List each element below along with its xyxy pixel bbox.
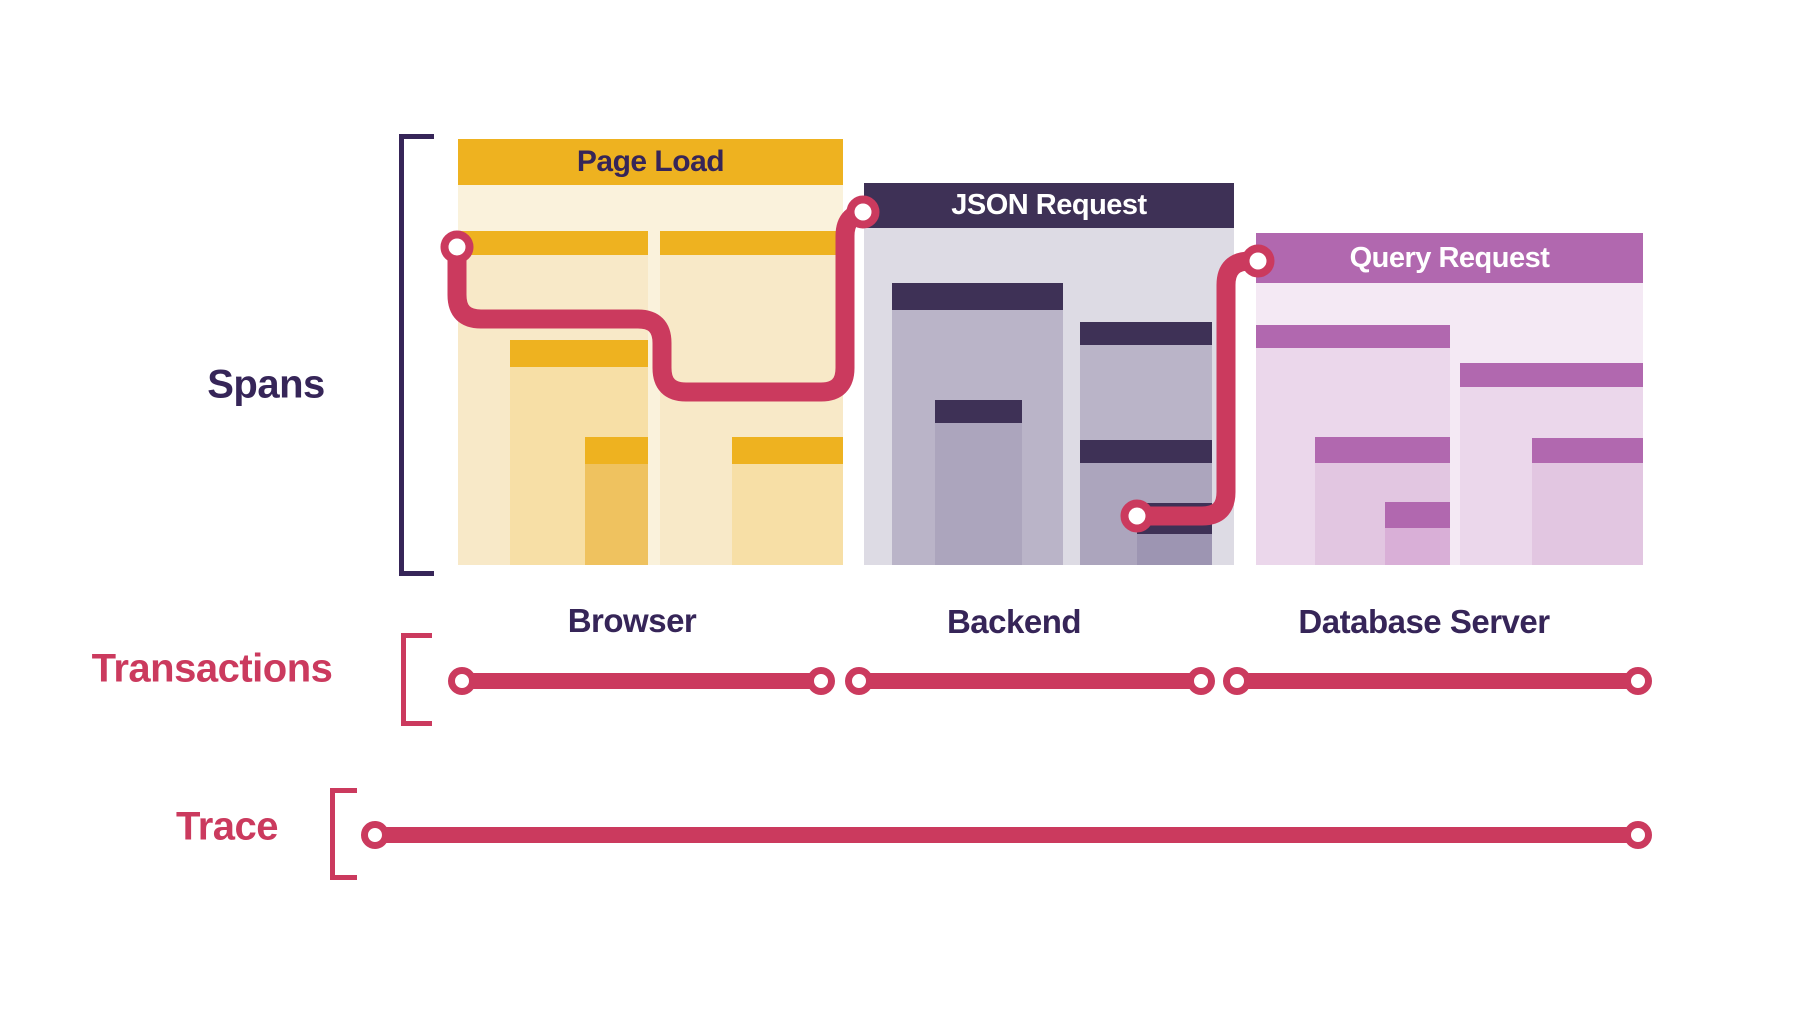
database-span-1-1-1-header xyxy=(1385,502,1450,528)
backend-span-2-1-header xyxy=(1080,440,1212,463)
backend-span-1-1 xyxy=(935,400,1022,565)
panel-json-request-header: JSON Request xyxy=(864,183,1234,228)
backend-span-2-2 xyxy=(1137,503,1212,565)
backend-span-2-header xyxy=(1080,322,1212,345)
backend-span-1-1-header xyxy=(935,400,1022,423)
transaction-endpoint-backend-end xyxy=(1187,667,1215,695)
panel-query-request-title: Query Request xyxy=(1349,241,1550,274)
service-label-database-server: Database Server xyxy=(1298,603,1550,640)
database-span-1-1-header xyxy=(1315,437,1450,463)
database-span-2-1-header xyxy=(1532,438,1643,463)
pageload-span-1-header xyxy=(458,231,648,255)
backend-span-1-header xyxy=(892,283,1063,310)
transaction-endpoint-browser-start xyxy=(448,667,476,695)
trace-endpoint-end xyxy=(1624,821,1652,849)
database-span-2-header xyxy=(1460,363,1643,387)
pageload-span-2-1-header xyxy=(732,437,843,464)
service-label-backend: Backend xyxy=(946,603,1082,640)
panel-page-load-header: Page Load xyxy=(458,139,843,185)
pageload-span-1-1-header xyxy=(510,340,648,367)
panel-json-request-title: JSON Request xyxy=(951,189,1147,221)
transaction-endpoint-browser-end xyxy=(807,667,835,695)
database-span-2-1 xyxy=(1532,438,1643,565)
trace-endpoint-start xyxy=(361,821,389,849)
transaction-endpoint-database-end xyxy=(1624,667,1652,695)
service-label-browser: Browser xyxy=(567,602,697,639)
pageload-span-2-1 xyxy=(732,437,843,565)
transaction-endpoint-database-start xyxy=(1223,667,1251,695)
transactions-label: Transactions xyxy=(91,646,333,691)
backend-span-2-2-header xyxy=(1137,503,1212,534)
trace-bracket xyxy=(330,788,357,880)
spans-label: Spans xyxy=(207,362,325,407)
panel-query-request-header: Query Request xyxy=(1256,233,1643,283)
database-span-1-1-1 xyxy=(1385,502,1450,565)
panel-page-load-title: Page Load xyxy=(576,145,725,178)
transaction-endpoint-backend-start xyxy=(845,667,873,695)
database-span-1-header xyxy=(1256,325,1450,348)
transactions-bracket xyxy=(401,633,432,726)
trace-label: Trace xyxy=(175,804,279,849)
pageload-span-2-header xyxy=(660,231,843,255)
pageload-span-1-1-1-header xyxy=(585,437,648,464)
pageload-span-1-1-1 xyxy=(585,437,648,565)
spans-bracket xyxy=(399,134,434,576)
